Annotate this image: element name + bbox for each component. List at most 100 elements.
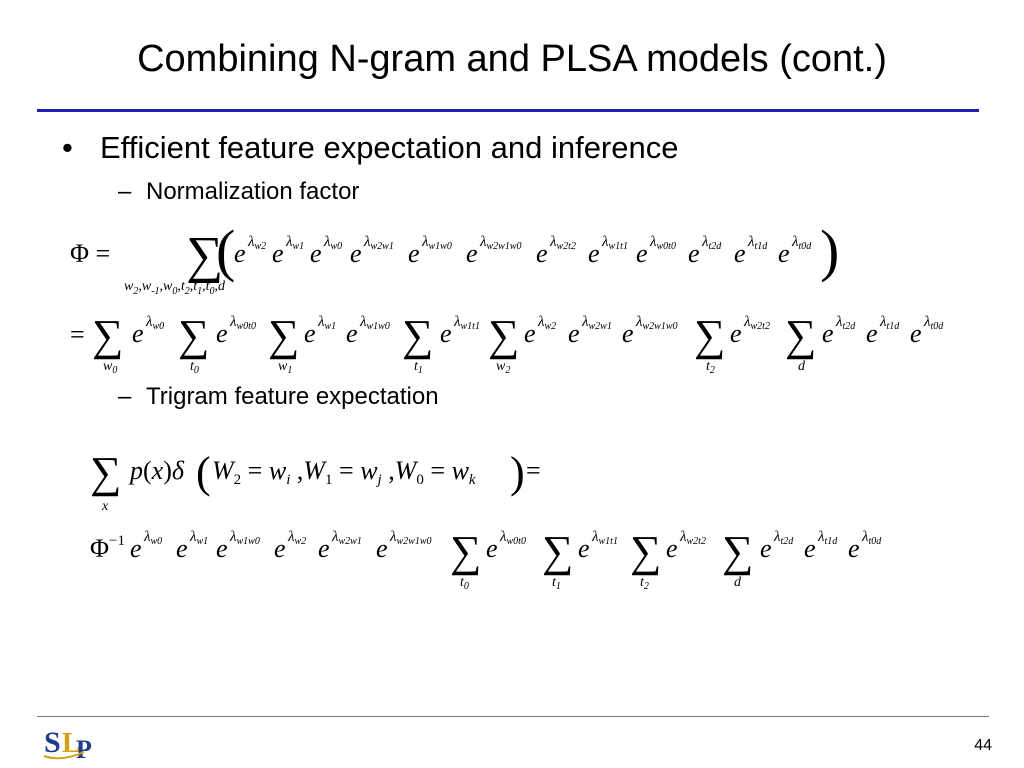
equals-sign: = xyxy=(526,456,541,485)
svg-text:λw0t0: λw0t0 xyxy=(229,314,256,332)
svg-text:L: L xyxy=(62,728,81,759)
right-paren: ) xyxy=(820,218,839,283)
svg-text:e: e xyxy=(536,239,548,268)
bullet-text: Efficient feature expectation and infere… xyxy=(100,130,679,165)
svg-text:∑: ∑ xyxy=(450,527,481,576)
svg-text:λw2: λw2 xyxy=(247,234,266,252)
svg-text:w2: w2 xyxy=(496,359,510,376)
svg-text:w1: w1 xyxy=(278,359,292,376)
svg-text:e: e xyxy=(176,534,188,563)
phi-inverse: Φ−1 xyxy=(90,533,125,563)
svg-text:e: e xyxy=(466,239,478,268)
svg-text:λt2d: λt2d xyxy=(835,314,856,332)
svg-text:λt2d: λt2d xyxy=(701,234,722,252)
phi-lhs: Φ = xyxy=(70,239,110,268)
svg-text:λw0t0: λw0t0 xyxy=(499,529,526,547)
svg-text:∑: ∑ xyxy=(694,311,725,360)
title-underline xyxy=(37,109,979,112)
sum-index: w2,w-1,w0,t2,t1,t0,d xyxy=(124,279,226,297)
svg-text:∑: ∑ xyxy=(178,311,209,360)
svg-text:e: e xyxy=(310,239,322,268)
svg-text:e: e xyxy=(822,319,834,348)
svg-text:λw1w0: λw1w0 xyxy=(421,234,452,252)
svg-text:e: e xyxy=(734,239,746,268)
svg-text:e: e xyxy=(376,534,388,563)
svg-text:e: e xyxy=(130,534,142,563)
svg-text:e: e xyxy=(622,319,634,348)
svg-text:d: d xyxy=(798,359,806,374)
sum-symbol: ∑ xyxy=(90,448,121,497)
svg-text:S: S xyxy=(44,726,61,759)
svg-text:λw1t1: λw1t1 xyxy=(591,529,618,547)
sub-item-trigram: –Trigram feature expectation xyxy=(118,383,439,411)
slide-title: Combining N-gram and PLSA models (cont.) xyxy=(137,38,887,80)
sub-item-text: Trigram feature expectation xyxy=(146,383,439,410)
bullet-item: • Efficient feature expectation and infer… xyxy=(62,130,678,166)
svg-text:λw0: λw0 xyxy=(323,234,342,252)
svg-text:e: e xyxy=(910,319,922,348)
footer-rule xyxy=(37,716,989,717)
svg-text:e: e xyxy=(848,534,860,563)
svg-text:λw1w0: λw1w0 xyxy=(359,314,390,332)
equation-expectation-lhs: ∑ x p(x)δ ( W2 = wi ,W1 = wj ,W0 = wk ) … xyxy=(90,448,541,514)
sum-symbols-row4: ∑ ∑ ∑ ∑ xyxy=(450,527,753,576)
svg-text:e: e xyxy=(234,239,246,268)
svg-text:∑: ∑ xyxy=(785,311,816,360)
svg-text:e: e xyxy=(588,239,600,268)
svg-text:∑: ∑ xyxy=(92,311,123,360)
svg-text:e: e xyxy=(666,534,678,563)
svg-text:∑: ∑ xyxy=(630,527,661,576)
svg-text:λw2w1w0: λw2w1w0 xyxy=(479,234,522,252)
svg-text:λt1d: λt1d xyxy=(747,234,768,252)
svg-text:λt0d: λt0d xyxy=(923,314,944,332)
svg-text:λt1d: λt1d xyxy=(817,529,838,547)
delta-left-paren: ( xyxy=(196,448,211,497)
svg-text:e: e xyxy=(318,534,330,563)
svg-text:e: e xyxy=(350,239,362,268)
svg-text:λw2: λw2 xyxy=(537,314,556,332)
page-number: 44 xyxy=(974,737,992,754)
svg-text:λw1: λw1 xyxy=(285,234,304,252)
svg-text:t0: t0 xyxy=(460,575,469,592)
svg-text:e: e xyxy=(216,319,228,348)
sum-indices-row4: t0 t1 t2 d xyxy=(460,575,742,592)
svg-text:e: e xyxy=(408,239,420,268)
bullet-marker: • xyxy=(62,130,73,165)
svg-text:e: e xyxy=(304,319,316,348)
svg-text:λw2t2: λw2t2 xyxy=(549,234,576,252)
svg-text:e: e xyxy=(132,319,144,348)
sub-item-text: Normalization factor xyxy=(146,178,360,205)
svg-text:e: e xyxy=(730,319,742,348)
svg-text:e: e xyxy=(866,319,878,348)
svg-text:λw1w0: λw1w0 xyxy=(229,529,260,547)
svg-text:λw2w1: λw2w1 xyxy=(331,529,362,547)
svg-text:λw2w1w0: λw2w1w0 xyxy=(635,314,678,332)
svg-text:λw2t2: λw2t2 xyxy=(743,314,770,332)
svg-text:λw1: λw1 xyxy=(189,529,208,547)
svg-text:λw1: λw1 xyxy=(317,314,336,332)
svg-text:λw0: λw0 xyxy=(145,314,164,332)
svg-text:λt0d: λt0d xyxy=(791,234,812,252)
svg-text:λw1t1: λw1t1 xyxy=(601,234,628,252)
svg-text:∑: ∑ xyxy=(542,527,573,576)
delta-right-paren: ) xyxy=(510,448,525,497)
equals-sign: = xyxy=(70,320,85,349)
sum-index-x: x xyxy=(101,499,109,514)
svg-text:t2: t2 xyxy=(640,575,649,592)
svg-text:w0: w0 xyxy=(103,359,117,376)
svg-text:λw0t0: λw0t0 xyxy=(649,234,676,252)
dash-marker: – xyxy=(118,178,132,205)
svg-text:λw2w1w0: λw2w1w0 xyxy=(389,529,432,547)
svg-text:λw1t1: λw1t1 xyxy=(453,314,480,332)
svg-text:∑: ∑ xyxy=(722,527,753,576)
svg-text:λt1d: λt1d xyxy=(879,314,900,332)
dash-marker: – xyxy=(118,383,132,410)
svg-text:λw0: λw0 xyxy=(143,529,162,547)
svg-text:e: e xyxy=(760,534,772,563)
svg-text:e: e xyxy=(688,239,700,268)
